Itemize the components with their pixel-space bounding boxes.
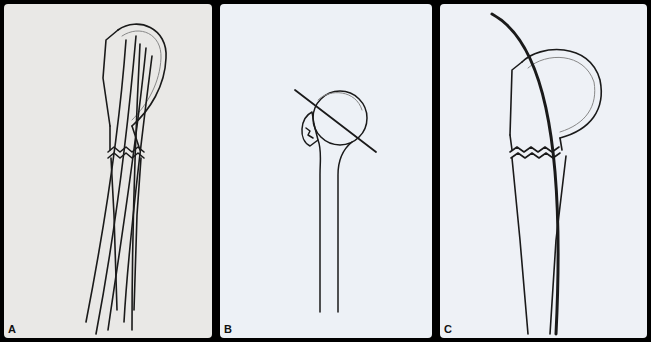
sketch-a — [86, 24, 166, 334]
panel-letter: B — [224, 323, 232, 335]
paper-sheets — [4, 4, 647, 338]
sketch-c — [492, 14, 601, 334]
paper-b — [220, 4, 432, 338]
paper-c — [440, 4, 647, 338]
paper-a — [4, 4, 212, 338]
sketch-b — [295, 90, 376, 312]
panel-letter: A — [8, 323, 16, 335]
panel-letter: C — [444, 323, 452, 335]
